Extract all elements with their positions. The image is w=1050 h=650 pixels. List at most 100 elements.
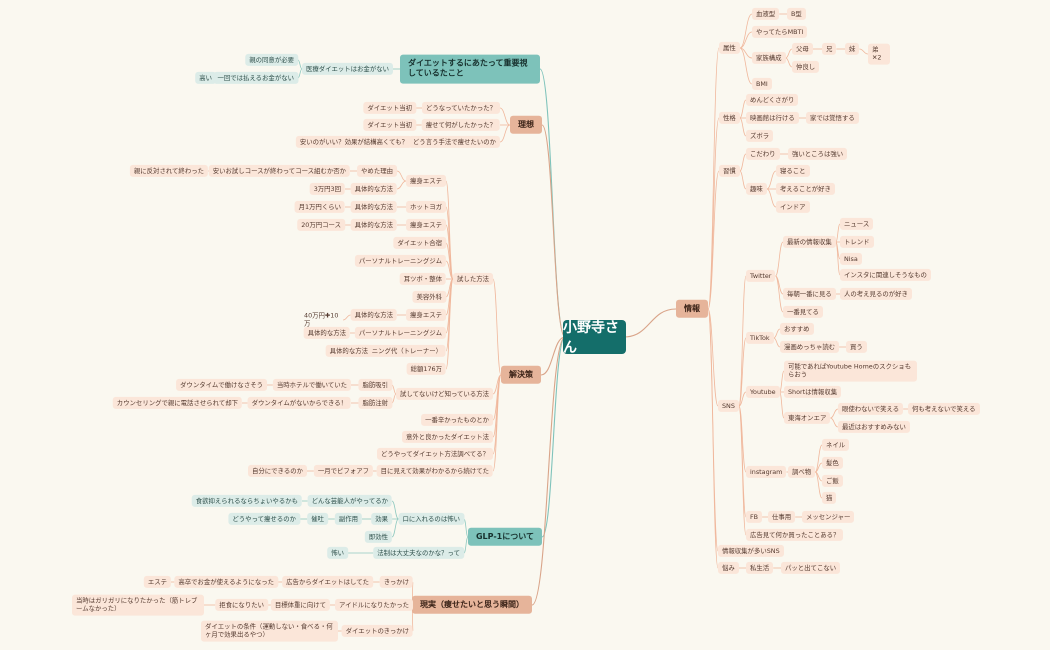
- node-gutai1[interactable]: 具体的な方法: [350, 182, 397, 196]
- node-price1[interactable]: 3万円3回: [309, 182, 345, 196]
- node-gasshuku[interactable]: ダイエット合宿: [393, 236, 446, 250]
- node-idol[interactable]: アイドルになりたかった: [335, 598, 413, 612]
- node-ikkagetsu[interactable]: 一月でピフォアフ: [313, 464, 373, 478]
- node-neko[interactable]: 猫: [822, 491, 837, 505]
- node-jouhou-ooi[interactable]: 情報収集が多いSNS: [718, 544, 784, 558]
- node-downtime1[interactable]: ダウンタイムで働けなさそう: [176, 378, 267, 392]
- node-shigoto[interactable]: 仕事用: [768, 510, 796, 524]
- node-insta-kanren[interactable]: インスタに関連しそうなもの: [840, 268, 931, 282]
- node-sogaku[interactable]: 総額176万: [406, 362, 446, 376]
- node-price4[interactable]: 40万円✚10万: [304, 311, 339, 328]
- node-ichiban[interactable]: 一番見てる: [783, 305, 823, 319]
- node-toji[interactable]: ダイエット当初: [363, 101, 416, 115]
- central-topic[interactable]: 小野寺さん: [563, 320, 626, 356]
- node-saikin[interactable]: 最近はおすすめみない: [838, 420, 910, 434]
- node-kodawari[interactable]: こだわり: [746, 147, 780, 161]
- node-shumi[interactable]: 趣味: [746, 182, 767, 196]
- node-eiga[interactable]: 映画館は行ける: [746, 111, 799, 125]
- node-shuhou[interactable]: どう言う手法で痩せたいのか: [408, 135, 500, 149]
- node-gutai5[interactable]: 具体的な方法: [303, 326, 350, 340]
- node-gohan[interactable]: ご飯: [822, 474, 843, 488]
- node-kokoku-diet[interactable]: 広告からダイエットはしてた: [282, 575, 373, 589]
- node-fubo[interactable]: 父母: [792, 42, 813, 56]
- node-esute[interactable]: エステ: [143, 575, 171, 589]
- node-kazoku[interactable]: 家族構成: [752, 51, 786, 65]
- branch-riso[interactable]: 理想: [510, 115, 542, 135]
- node-yasui[interactable]: 安いのがいい？効果が結構高くても？: [295, 135, 412, 149]
- node-yasete-q[interactable]: 痩せて何がしたかった？: [421, 118, 500, 132]
- branch-joho[interactable]: 情報: [676, 299, 708, 319]
- node-kowai[interactable]: 怖い: [327, 546, 348, 560]
- node-shiraneba[interactable]: 試してないけど知っている方法: [396, 387, 493, 401]
- node-oyanihantai[interactable]: 親に反対されて終わった: [129, 164, 208, 178]
- node-kangaeru[interactable]: 考えることが好き: [776, 182, 835, 196]
- node-mendo[interactable]: めんどくさがり: [746, 93, 799, 107]
- node-yuukousei[interactable]: 即効性: [364, 530, 392, 544]
- node-ikkai[interactable]: 一回では払えるお金がない: [213, 71, 298, 85]
- node-higashi[interactable]: 東海オンエア: [784, 411, 831, 425]
- node-personal1[interactable]: パーソナルトレーニングジム: [354, 254, 446, 268]
- node-ichiban-raku[interactable]: 一番辛かったものとか: [421, 413, 493, 427]
- node-kyoshoku[interactable]: 拒食になりたい: [215, 598, 268, 612]
- node-fukusayou[interactable]: 副作用: [334, 512, 362, 526]
- node-patto[interactable]: パッと出てこない: [781, 561, 841, 575]
- node-biyou[interactable]: 美容外科: [412, 290, 446, 304]
- node-training[interactable]: トレーニング代（トレーナー）: [348, 344, 446, 358]
- node-mbti[interactable]: やってたらMBTI: [752, 25, 808, 39]
- node-maiasa[interactable]: 毎朝一番に見る: [783, 287, 836, 301]
- node-tsuyoi[interactable]: 強いところは強い: [788, 147, 848, 161]
- branch-kaiketsu[interactable]: 解決策: [501, 365, 541, 385]
- node-touji-hotel[interactable]: 当時ホテルで働いていた: [272, 378, 351, 392]
- node-shiseikatsu[interactable]: 私生活: [746, 561, 774, 575]
- node-igai[interactable]: 意外と良かったダイエット法: [401, 430, 493, 444]
- node-tameshita[interactable]: 試した方法: [453, 272, 493, 286]
- node-hotyoga[interactable]: ホットヨガ: [406, 200, 446, 214]
- node-manga[interactable]: 漫画めっちゃ読む: [780, 340, 840, 354]
- node-fb[interactable]: FB: [746, 510, 763, 524]
- node-takai[interactable]: 高い: [195, 71, 216, 85]
- node-otouto[interactable]: 弟✕2: [868, 43, 890, 65]
- node-neru[interactable]: 寝ること: [776, 164, 810, 178]
- node-toji-q[interactable]: どうなっていたかった？: [422, 101, 500, 115]
- node-iryo[interactable]: 医療ダイエットはお金がない: [301, 62, 393, 76]
- node-price3[interactable]: 20万円コース: [297, 218, 345, 232]
- node-oya-doui[interactable]: 親の同意が必要: [245, 53, 298, 67]
- node-ketsueki[interactable]: 血液型: [752, 7, 780, 21]
- node-douyatte[interactable]: どうやってダイエット方法調べてる？: [377, 447, 493, 461]
- node-shiraberu[interactable]: 調べ物: [788, 465, 816, 479]
- node-mokuhyou[interactable]: 目標体重に向けて: [270, 598, 330, 612]
- node-otameshi[interactable]: 安いお試しコースが終わってコース組むか否か: [208, 164, 350, 178]
- node-shibo-kyuin[interactable]: 脂肪吸引: [358, 378, 392, 392]
- node-ie[interactable]: 家では覚悟する: [806, 111, 859, 125]
- node-kousotsu[interactable]: 高卒でお金が使えるようになった: [174, 575, 278, 589]
- node-osusume[interactable]: おすすめ: [780, 322, 814, 336]
- node-soshin1[interactable]: 痩身エステ: [406, 174, 446, 188]
- node-nakayoshi[interactable]: 仲良し: [792, 60, 820, 74]
- node-gutai6[interactable]: 具体的な方法: [325, 344, 372, 358]
- node-gutai2[interactable]: 具体的な方法: [350, 200, 397, 214]
- node-bmi[interactable]: BMI: [752, 77, 772, 91]
- node-hito[interactable]: 人の考え見るのが好き: [840, 287, 912, 301]
- node-zubora[interactable]: ズボラ: [746, 129, 774, 143]
- node-price2[interactable]: 月1万円くらい: [294, 200, 345, 214]
- node-ani[interactable]: 兄: [822, 42, 837, 56]
- node-gutai4[interactable]: 具体的な方法: [350, 308, 397, 322]
- node-kau[interactable]: 買う: [846, 340, 867, 354]
- node-messenger[interactable]: メッセンジャー: [802, 510, 855, 524]
- node-youtube[interactable]: Youtube: [746, 385, 780, 399]
- node-kanou[interactable]: 可能であればYoutube Homeのスクショもらおう: [784, 360, 917, 382]
- node-indoa[interactable]: インドア: [776, 200, 810, 214]
- node-kouka[interactable]: 効果: [371, 512, 392, 526]
- node-jibun[interactable]: 自分にできるのか: [248, 464, 307, 478]
- node-douyatte-yaseru[interactable]: どうやって痩せるのか: [228, 512, 300, 526]
- node-saishin[interactable]: 最新の情報収集: [783, 235, 836, 249]
- branch-diet-important[interactable]: ダイエットするにあたって重要視しているたこと: [400, 54, 540, 84]
- node-shibo-chusha[interactable]: 脂肪注射: [358, 396, 392, 410]
- node-kikkake1[interactable]: きっかけ: [379, 575, 413, 589]
- node-kokoku-q[interactable]: 広告見て何か買ったことある？: [746, 528, 844, 542]
- node-gutai3[interactable]: 具体的な方法: [350, 218, 397, 232]
- node-toji2[interactable]: ダイエット当初: [363, 118, 416, 132]
- node-nayami[interactable]: 悩み: [718, 561, 739, 575]
- node-shukan[interactable]: 習慣: [719, 164, 740, 178]
- node-mimitsubo[interactable]: 耳ツボ・整体: [399, 272, 446, 286]
